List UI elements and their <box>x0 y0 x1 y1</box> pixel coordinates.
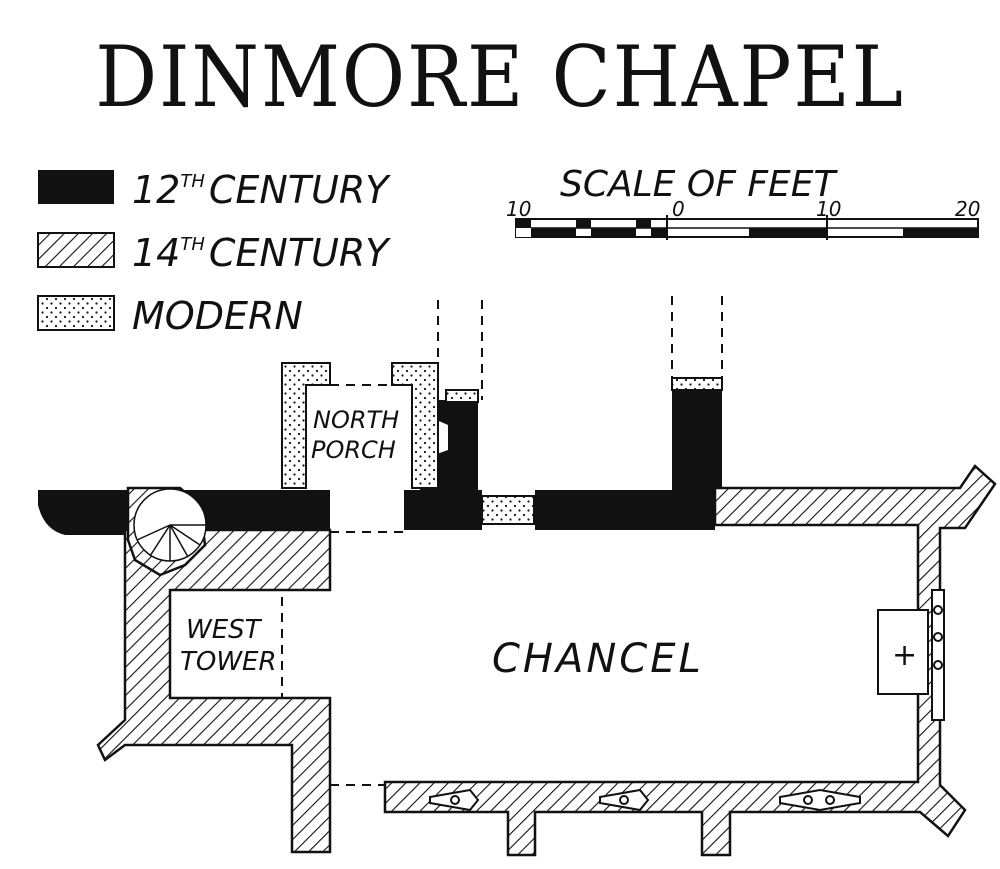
room-label-chancel: CHANCEL <box>492 636 704 682</box>
scale-tick-label-10-left: 10 <box>506 197 531 221</box>
legend-swatch-14th-century <box>37 232 115 268</box>
scale-title: SCALE OF FEET <box>560 164 839 205</box>
legend-swatch-modern <box>37 295 115 331</box>
scale-tick-label-0: 0 <box>672 197 685 221</box>
south-windows <box>429 589 945 812</box>
scale-tick-label-10: 10 <box>816 197 841 221</box>
altar <box>877 609 929 695</box>
scale-tick-label-20: 20 <box>955 197 980 221</box>
dashed-outlines <box>281 296 723 786</box>
altar-cross: + <box>892 638 917 673</box>
spiral-stair <box>133 488 207 562</box>
legend-swatch-12th-century <box>38 170 114 204</box>
page-title: DINMORE CHAPEL <box>95 28 905 126</box>
scale-bar: SCALE OF FEET 10 0 10 20 <box>506 164 980 240</box>
walls-modern <box>281 362 723 525</box>
walls-12th-century <box>38 388 722 535</box>
legend-label-modern: MODERN <box>132 294 303 338</box>
